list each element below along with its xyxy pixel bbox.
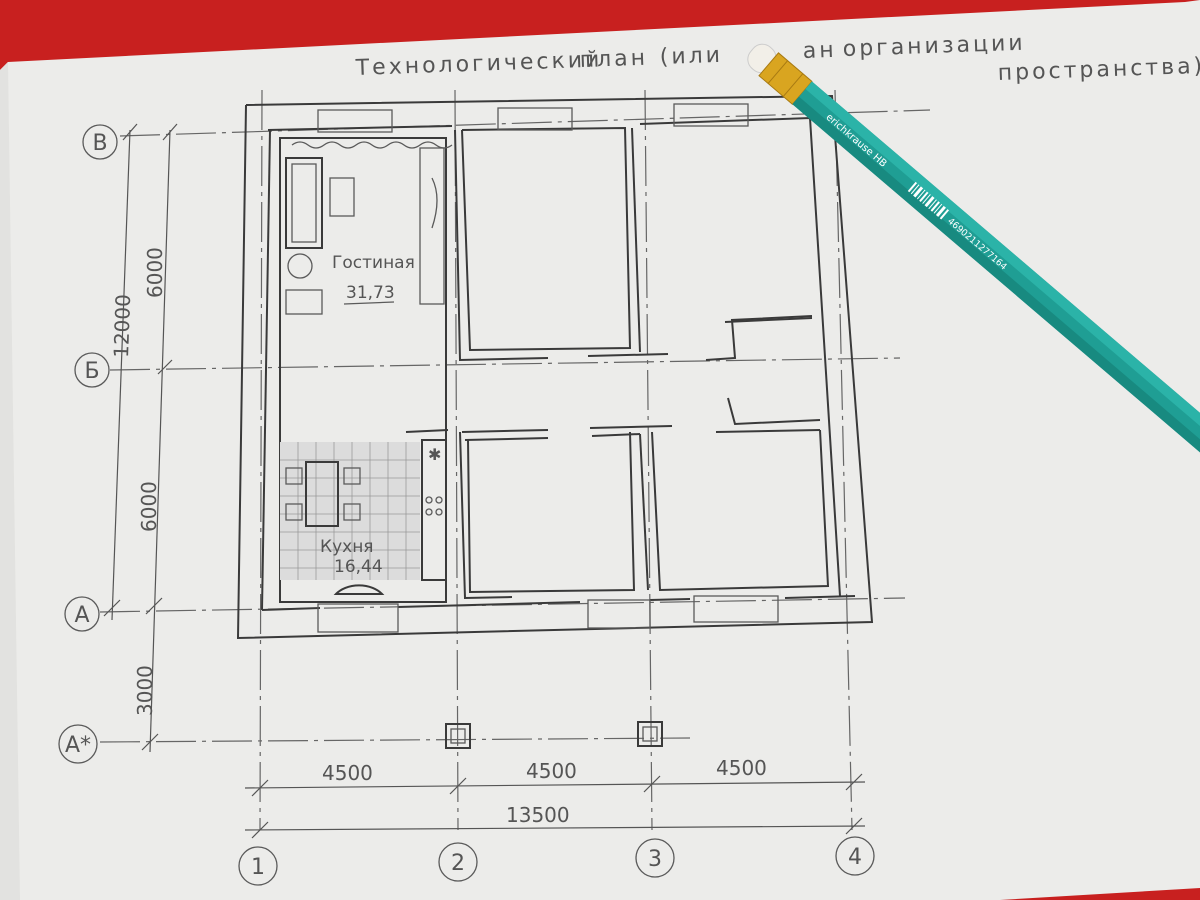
living-room-name: Гостиная: [332, 253, 415, 273]
armchair-icon: [287, 253, 313, 279]
kitchen: ✱ Кухня 16,44: [280, 439, 447, 595]
axis-label-b: Б: [84, 359, 99, 384]
axis-label-v: В: [92, 131, 107, 156]
axis-label-2: 2: [451, 851, 465, 876]
chair-icon: [285, 467, 303, 485]
sofa-icon: [285, 157, 323, 249]
axis-bubbles: В Б А А* 1 2 3 4: [58, 124, 875, 886]
dim-span-ba: 6000: [137, 481, 161, 532]
interior-walls: [279, 126, 830, 603]
dim-bay-1: 4500: [322, 761, 373, 785]
stove-icon: [333, 584, 385, 595]
axis-label-a-star: А*: [65, 733, 91, 758]
title-word-3: (или: [659, 43, 723, 70]
windows: [317, 103, 779, 633]
kitchen-area: 16,44: [334, 557, 383, 577]
pencil: erichkrause HB 4690211277164: [747, 43, 1200, 520]
kitchen-counter-icon: [421, 439, 447, 581]
wardrobe-icon: [419, 147, 445, 305]
ferrule: [758, 52, 813, 105]
living-room-area: 31,73: [346, 283, 395, 303]
columns: [445, 721, 663, 749]
left-rooms-outline: [279, 137, 447, 603]
column-icon: [637, 721, 663, 747]
title-word-4: ан: [802, 38, 837, 64]
axis-label-1: 1: [251, 855, 265, 880]
vertical-dimensions: 6000 6000 3000 12000: [103, 123, 178, 753]
axis-label-a: А: [74, 603, 89, 628]
sink-icon: ✱: [428, 445, 441, 464]
chair-icon: [343, 503, 361, 521]
column-icon: [445, 723, 471, 749]
kitchen-name: Кухня: [320, 537, 374, 557]
dim-span-aa: 3000: [133, 665, 157, 716]
axis-label-4: 4: [848, 845, 862, 870]
living-room-furniture: Гостиная 31,73: [285, 141, 453, 315]
coffee-table-icon: [329, 177, 355, 217]
dim-total-depth: 12000: [109, 294, 135, 358]
title: Технологический план (или ан организации…: [354, 31, 1200, 86]
chair-icon: [343, 467, 361, 485]
horizontal-dimensions: 4500 4500 4500 13500: [244, 756, 866, 839]
dim-bay-3: 4500: [716, 756, 767, 780]
axis-label-3: 3: [648, 847, 662, 872]
title-word-2: план: [579, 46, 648, 73]
chair-icon: [285, 503, 303, 521]
dining-table-icon: [305, 461, 339, 527]
dim-span-vb: 6000: [143, 247, 167, 298]
dim-total-width: 13500: [506, 803, 570, 827]
dim-bay-2: 4500: [526, 759, 577, 783]
